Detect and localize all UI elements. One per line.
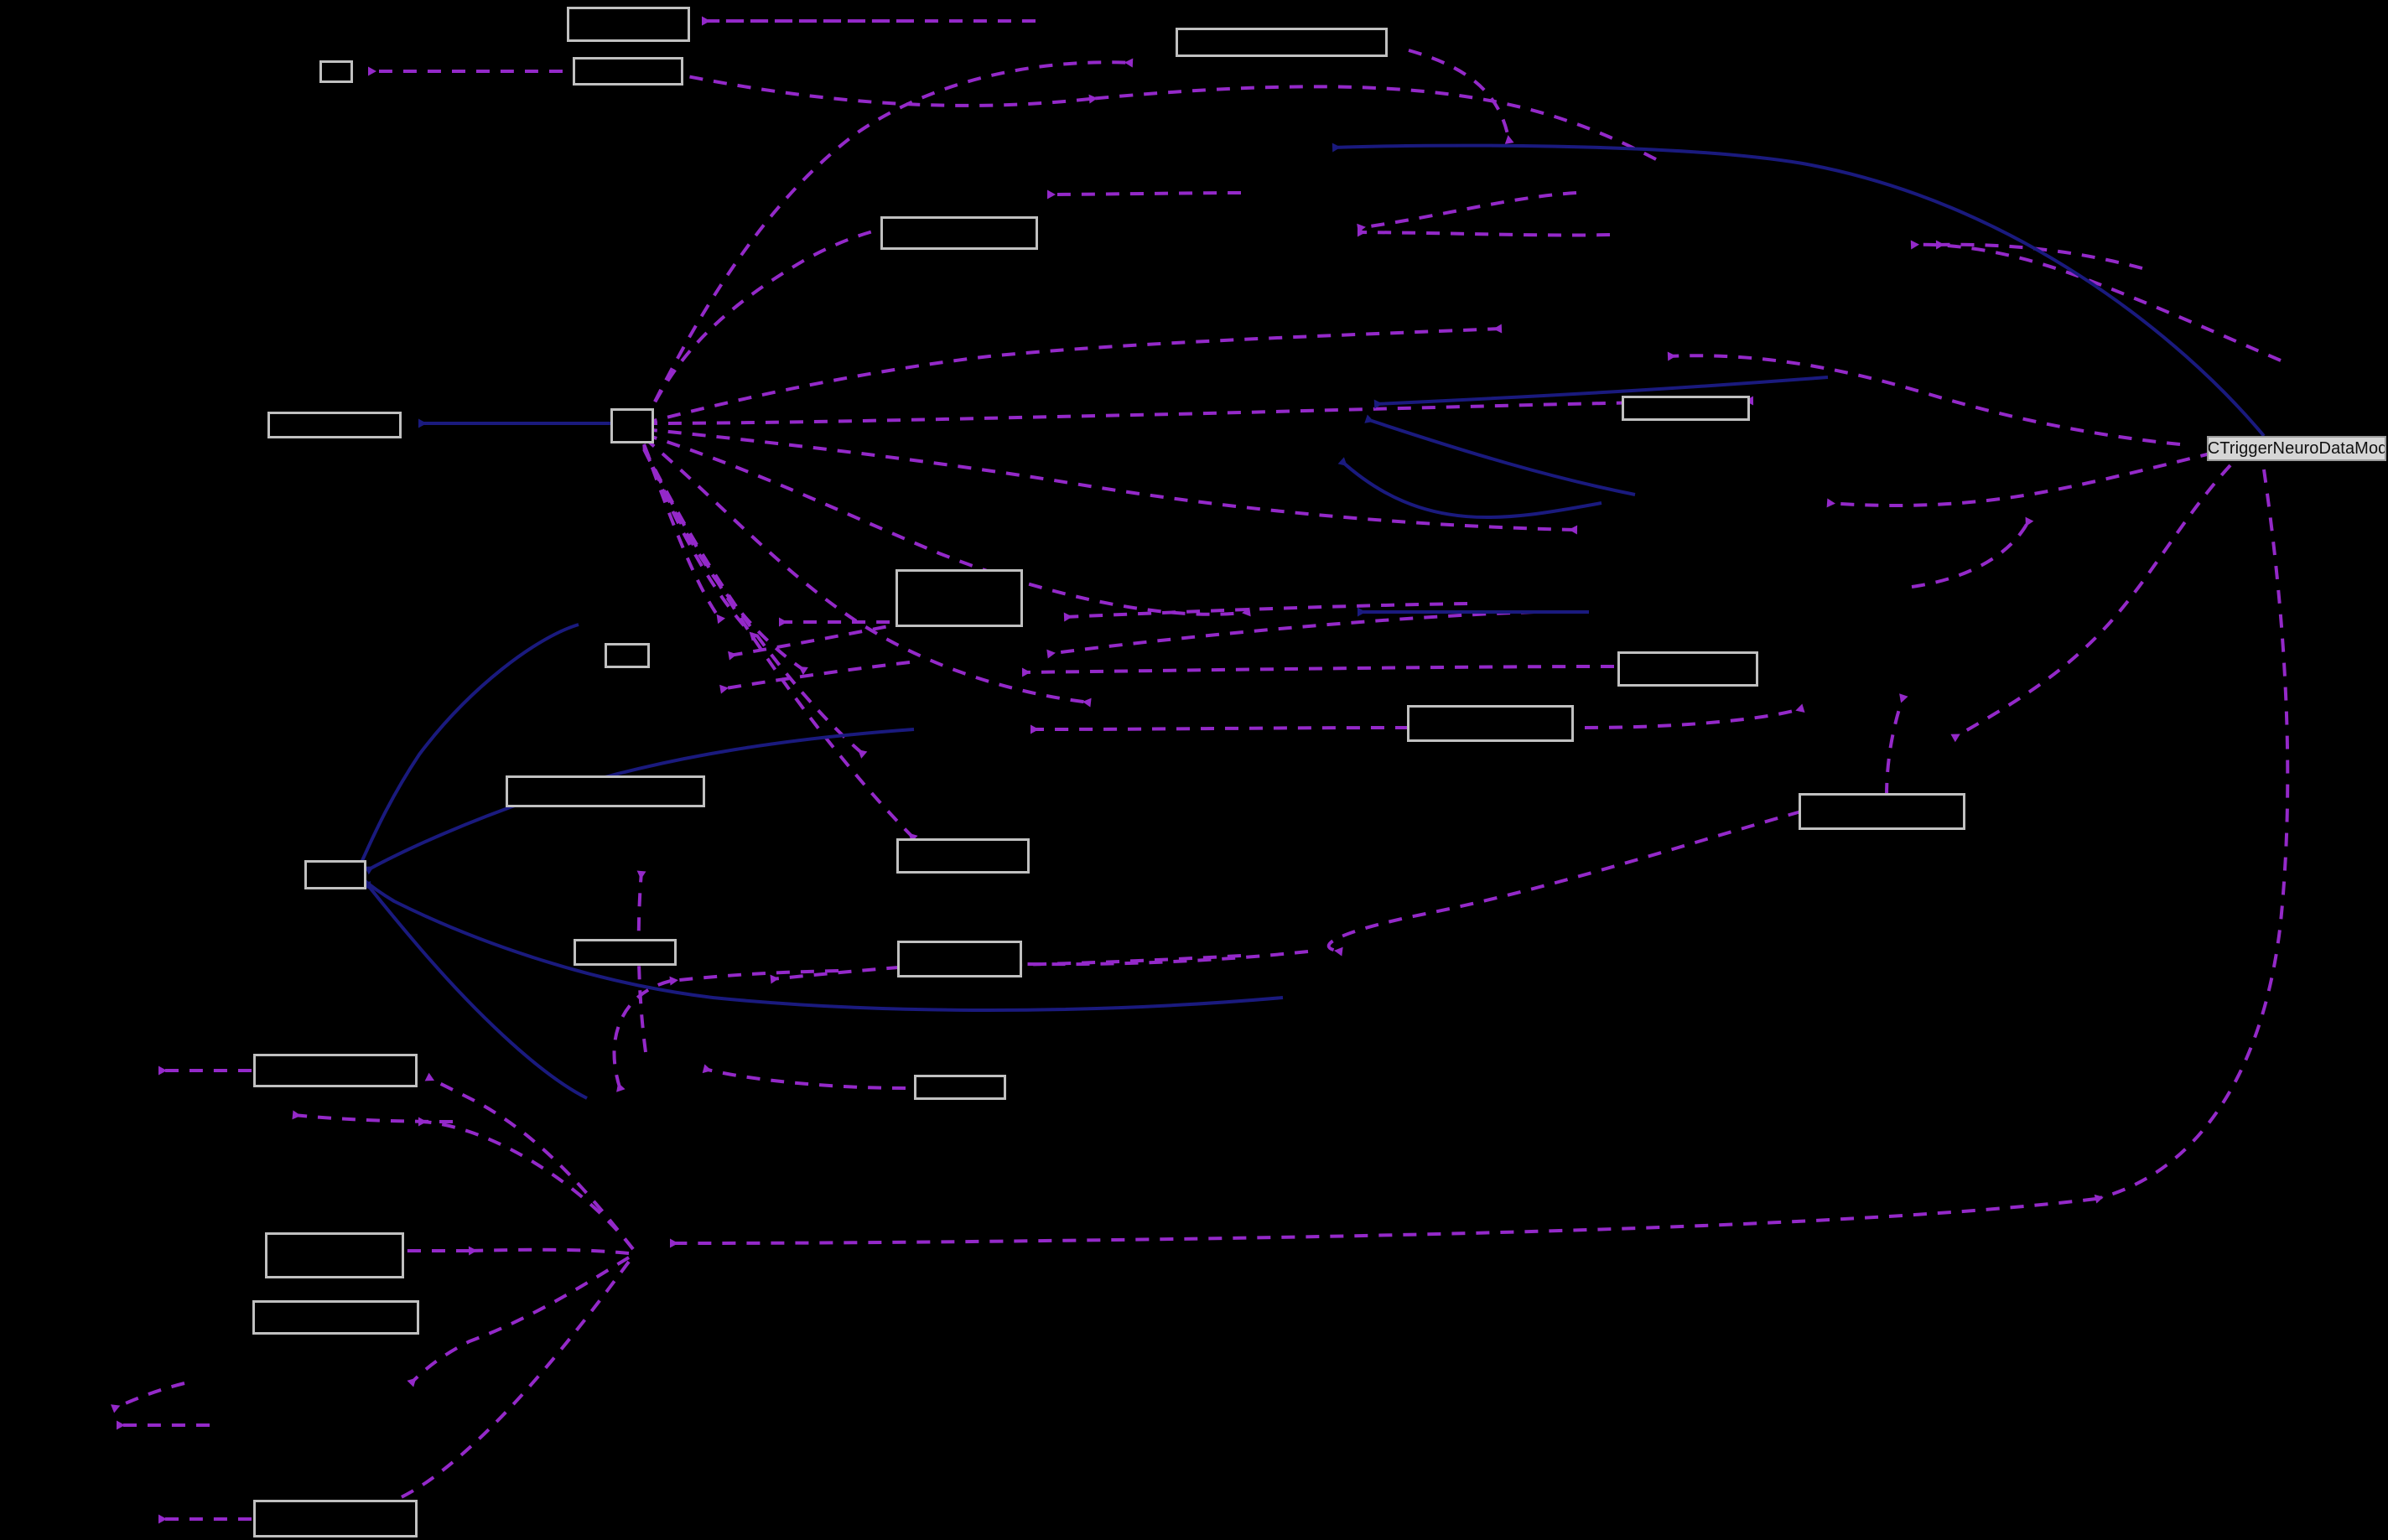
graph-node[interactable]	[880, 216, 1038, 250]
graph-node-label: CDCTriggerNeuroDataModule	[2207, 439, 2385, 458]
graph-node[interactable]	[267, 412, 402, 438]
graph-node[interactable]	[252, 1300, 419, 1335]
graph-node[interactable]	[1799, 793, 1965, 830]
graph-node[interactable]	[319, 60, 353, 83]
graph-node-focus[interactable]: CDCTriggerNeuroDataModule	[2207, 436, 2386, 461]
solid-inherit-edges	[354, 143, 2266, 1100]
graph-node[interactable]	[1407, 705, 1574, 742]
graph-node[interactable]	[304, 860, 366, 889]
graph-node[interactable]	[610, 408, 654, 443]
graph-node[interactable]	[896, 569, 1023, 627]
dashed-call-edges	[111, 16, 2290, 1524]
graph-node[interactable]	[914, 1075, 1006, 1100]
graph-node[interactable]	[567, 7, 690, 42]
graph-node[interactable]	[605, 643, 650, 668]
graph-node[interactable]	[573, 57, 683, 86]
graph-node[interactable]	[1176, 28, 1388, 57]
graph-node[interactable]	[1617, 651, 1758, 687]
graph-node[interactable]	[253, 1500, 418, 1537]
graph-node[interactable]	[574, 939, 677, 966]
graph-node[interactable]	[1622, 396, 1750, 421]
graph-node[interactable]	[897, 941, 1022, 977]
graph-node[interactable]	[253, 1054, 418, 1087]
graph-node[interactable]	[506, 775, 705, 807]
graph-node[interactable]	[265, 1232, 404, 1278]
graph-node[interactable]	[896, 838, 1030, 874]
